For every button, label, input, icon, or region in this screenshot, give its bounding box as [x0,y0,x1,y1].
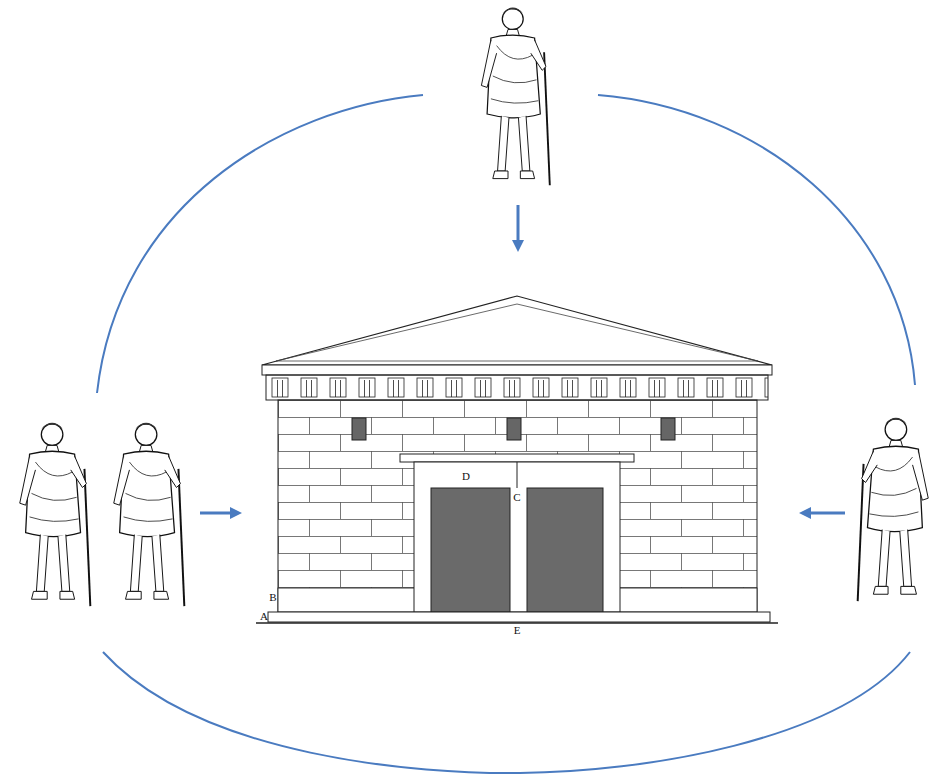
part-letter: E [514,624,521,636]
part-letter: A [260,610,268,622]
greek-figure [114,423,185,606]
blue-arc [103,652,910,773]
treasury-elevation [256,296,778,623]
part-letter: B [269,591,276,603]
part-letter: D [462,470,470,482]
blue-arrow [517,205,520,246]
greek-figure [858,418,929,601]
greek-figure [20,423,91,606]
greek-figure [481,8,549,186]
part-letter: C [513,491,520,503]
blue-arrow [805,512,845,515]
blue-arrow [200,512,236,515]
